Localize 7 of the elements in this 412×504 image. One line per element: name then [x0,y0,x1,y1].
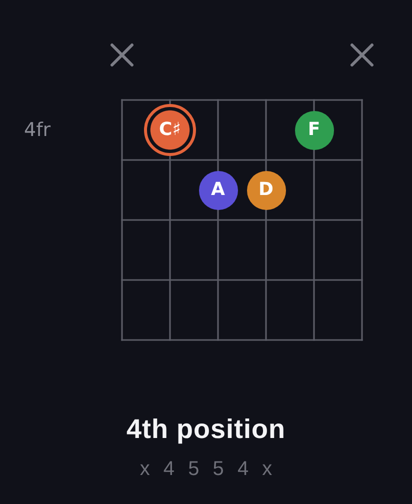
finger-dot: F [294,110,334,150]
fret-number: 4fr [24,121,51,140]
fingering-text: x 4 5 5 4 x [138,459,276,479]
finger-dot: A [198,170,238,210]
root-note-dot: C♯ [144,104,196,156]
title: 4th position [126,416,286,443]
finger-dot: D [246,170,286,210]
